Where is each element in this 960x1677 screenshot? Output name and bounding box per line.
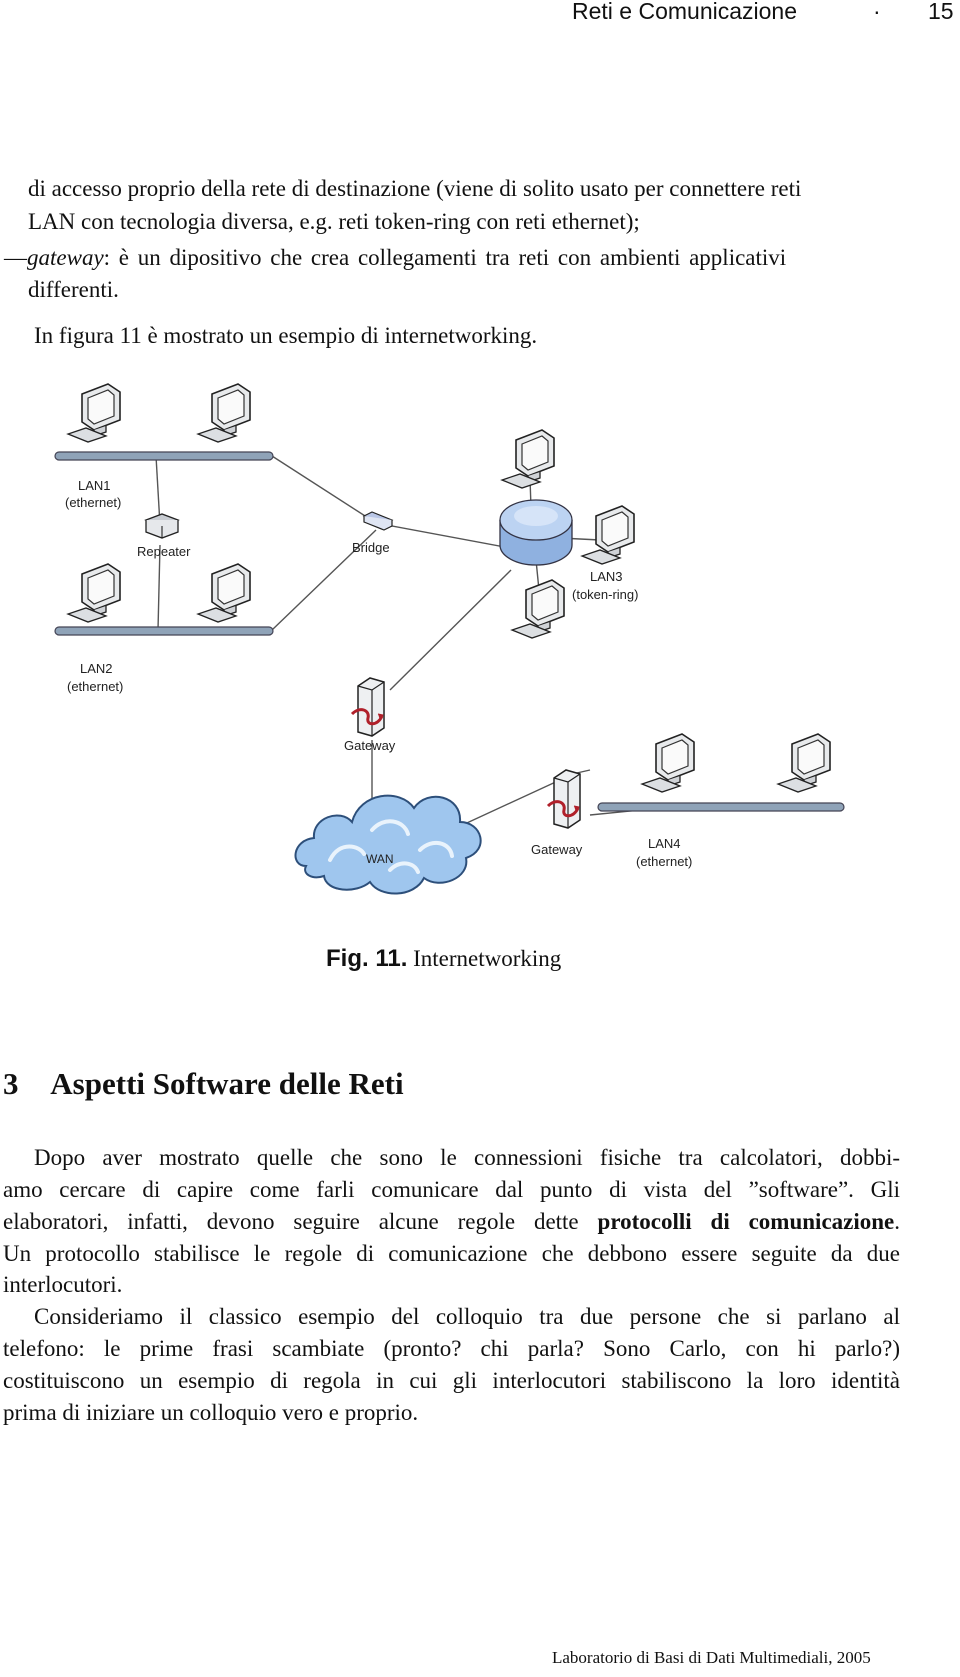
lan4-bus <box>597 802 845 812</box>
section-title: Aspetti Software delle Reti <box>50 1066 404 1101</box>
header-separator: · <box>873 0 881 24</box>
paragraph-1-line-5: interlocutori. <box>3 1272 123 1297</box>
wan-cloud-icon <box>294 794 482 895</box>
paragraph-1-line-4: Un protocollo stabilisce le regole di co… <box>3 1241 900 1266</box>
intro-line-2: LAN con tecnologia diversa, e.g. reti to… <box>28 209 640 234</box>
lan2-type-label: (ethernet) <box>67 679 123 694</box>
running-header: Reti e Comunicazione · 15 <box>0 0 960 28</box>
lan1-bus <box>54 451 274 461</box>
header-title: Reti e Comunicazione <box>572 0 798 24</box>
lan4-label: LAN4 <box>648 836 681 851</box>
gateway-label-1: Gateway <box>344 738 396 753</box>
bridge-icon <box>362 511 394 531</box>
computer-icon <box>67 563 121 623</box>
internetworking-diagram: LAN1 (ethernet) Repeater Bridge LAN3 (to… <box>54 383 845 895</box>
paragraph-1-line-3-text: elaboratori, infatti, devono seguire alc… <box>3 1209 598 1234</box>
paragraph-2-line-4: prima di iniziare un colloquio vero e pr… <box>3 1400 419 1425</box>
gateway-server-icon <box>350 676 386 738</box>
figure-reference: In figura 11 è mostrato un esempio di in… <box>34 323 538 348</box>
definition-dash: — <box>4 245 27 270</box>
figure-caption: Fig. 11. Internetworking <box>326 945 561 973</box>
repeater-label: Repeater <box>137 544 191 559</box>
caption-label: Fig. 11. <box>326 945 408 972</box>
bridge-label: Bridge <box>352 540 390 555</box>
computer-icon <box>777 733 831 793</box>
page-number: 15 <box>928 0 954 24</box>
wan-label: WAN <box>366 852 394 866</box>
computer-icon <box>641 733 695 793</box>
gateway-definition: —gateway: è un dipositivo che crea colle… <box>4 240 900 275</box>
paragraph-2-line-2: telefono: le prime frasi scambiate (pron… <box>3 1336 900 1361</box>
computer-icon <box>581 505 635 565</box>
lan1-type-label: (ethernet) <box>65 495 121 510</box>
gateway-definition-text: : è un dipositivo che crea collegamenti … <box>103 245 787 270</box>
intro-line-1: di accesso proprio della rete di destina… <box>28 176 802 201</box>
lan1-label: LAN1 <box>78 478 111 493</box>
computer-icon <box>501 429 555 489</box>
lan4-type-label: (ethernet) <box>636 854 692 869</box>
computer-icon <box>67 383 121 443</box>
gateway-definition-line-2: differenti. <box>28 277 119 302</box>
section-heading: 3 Aspetti Software delle Reti <box>3 1066 404 1102</box>
protocolli-di-comunicazione-term: protocolli di comunicazione <box>597 1209 895 1234</box>
page-footer: Laboratorio di Basi di Dati Multimediali… <box>552 1648 871 1667</box>
section-number: 3 <box>3 1066 19 1101</box>
computer-icon <box>511 579 565 639</box>
paragraph-1-line-3-end: . <box>894 1209 900 1234</box>
gateway-term: gateway <box>27 245 104 270</box>
repeater-icon <box>144 513 180 539</box>
computer-icon <box>197 563 251 623</box>
gateway-label-2: Gateway <box>531 842 583 857</box>
lan2-bus <box>54 626 274 636</box>
token-ring-icon <box>499 499 573 566</box>
paragraph-2-line-3: costituiscono un esempio di regola in cu… <box>3 1368 900 1393</box>
paragraph-2-line-1: Consideriamo il classico esempio del col… <box>34 1304 900 1329</box>
lan2-label: LAN2 <box>80 661 113 676</box>
paragraph-1-line-3: elaboratori, infatti, devono seguire alc… <box>3 1204 900 1239</box>
computer-icon <box>197 383 251 443</box>
paragraph-1-line-1: Dopo aver mostrato quelle che sono le co… <box>34 1145 900 1170</box>
caption-text: Internetworking <box>413 946 562 971</box>
gateway-server-icon <box>546 768 582 830</box>
lan3-type-label: (token-ring) <box>572 587 638 602</box>
lan3-label: LAN3 <box>590 569 623 584</box>
paragraph-1-line-2: amo cercare di capire come farli comunic… <box>3 1177 900 1202</box>
